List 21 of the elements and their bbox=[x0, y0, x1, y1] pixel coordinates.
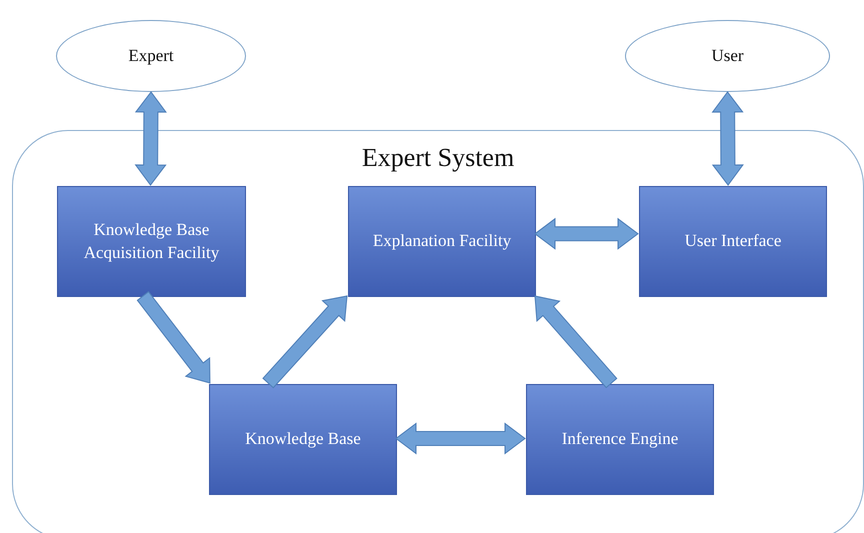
block-arrow bbox=[534, 295, 618, 388]
process-box bbox=[57, 186, 246, 297]
process-box bbox=[639, 186, 827, 297]
block-arrow bbox=[134, 91, 167, 186]
block-arrow bbox=[395, 422, 526, 454]
box-label: Knowledge Base Acquisition Facility bbox=[82, 219, 220, 264]
box-label: Knowledge Base bbox=[245, 428, 361, 450]
block-arrow bbox=[136, 291, 210, 384]
block-arrow bbox=[534, 218, 639, 250]
process-box bbox=[209, 384, 397, 495]
system-title: Expert System bbox=[360, 143, 516, 173]
box-label: User Interface bbox=[684, 230, 782, 252]
box-label: Explanation Facility bbox=[372, 230, 512, 252]
system-boundary bbox=[12, 130, 864, 533]
node-label: User bbox=[711, 46, 744, 66]
process-box bbox=[348, 186, 536, 297]
block-arrow bbox=[262, 295, 348, 388]
node-label: Expert bbox=[128, 46, 174, 66]
block-arrow bbox=[712, 91, 744, 186]
box-label: Inference Engine bbox=[562, 428, 678, 450]
process-box bbox=[526, 384, 714, 495]
